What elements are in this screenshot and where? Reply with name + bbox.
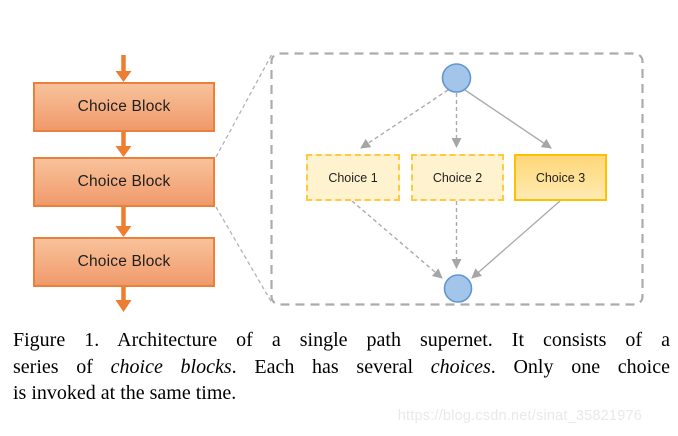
caption-line-1: Figure 1. Architecture of a single path … bbox=[13, 327, 670, 354]
choice-1-label: Choice 1 bbox=[328, 170, 378, 185]
flow-arrow-input-icon bbox=[115, 55, 132, 82]
flow-arrow-1-2-icon bbox=[115, 132, 132, 157]
choice-3-box-selected: Choice 3 bbox=[514, 154, 607, 201]
choice-2-label: Choice 2 bbox=[432, 170, 483, 185]
edge-input-choice3-selected bbox=[464, 89, 552, 149]
edge-choice1-output bbox=[351, 200, 443, 279]
caption-line-3: is invoked at the same time. bbox=[13, 380, 670, 407]
caption-line-2-t3: . Only one choice bbox=[490, 355, 670, 378]
flow-arrow-2-3-icon bbox=[115, 207, 132, 237]
choice-block-2-label: Choice Block bbox=[77, 173, 171, 190]
edge-input-choice1 bbox=[360, 89, 449, 149]
expand-connector-top bbox=[215, 53, 273, 158]
caption-line-2-t1: series of bbox=[13, 355, 111, 378]
caption-line-2-italic-1: choice blocks bbox=[110, 355, 232, 378]
choice-block-1-label: Choice Block bbox=[77, 98, 171, 115]
caption-line-2: series of choice blocks. Each has severa… bbox=[13, 354, 670, 381]
choice-block-1: Choice Block bbox=[33, 82, 215, 132]
choice-block-2: Choice Block bbox=[33, 157, 215, 207]
flow-arrow-output-icon bbox=[115, 287, 132, 312]
choice-1-box: Choice 1 bbox=[306, 154, 400, 201]
caption-line-3-text: is invoked at the same time. bbox=[13, 382, 237, 405]
figure-caption: Figure 1. Architecture of a single path … bbox=[13, 327, 670, 407]
caption-line-1-text: Figure 1. Architecture of a single path … bbox=[13, 329, 670, 351]
expand-connector-bottom bbox=[215, 206, 273, 304]
choice-block-3-label: Choice Block bbox=[77, 253, 171, 270]
csdn-watermark: https://blog.csdn.net/sinat_35821976 bbox=[397, 408, 642, 424]
choice-3-label: Choice 3 bbox=[535, 170, 586, 185]
input-node bbox=[441, 63, 472, 93]
choice-2-box: Choice 2 bbox=[411, 154, 504, 201]
output-node bbox=[443, 274, 473, 303]
caption-line-2-t2: . Each has several bbox=[231, 355, 431, 378]
edge-choice3-output-selected bbox=[471, 200, 561, 279]
choice-block-3: Choice Block bbox=[33, 237, 215, 287]
caption-line-2-italic-2: choices bbox=[430, 355, 491, 378]
